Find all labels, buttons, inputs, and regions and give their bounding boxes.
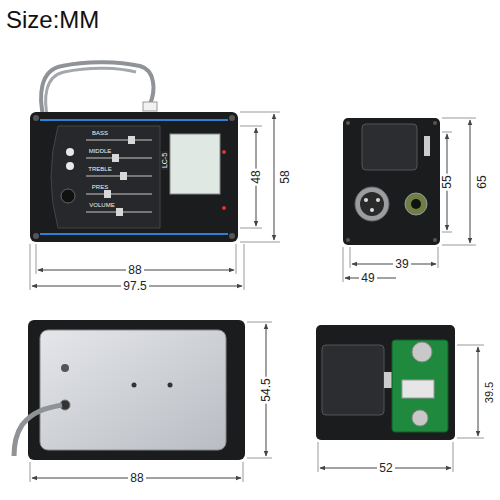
dimension: 58 bbox=[279, 168, 291, 185]
dimension: 55 bbox=[441, 173, 453, 190]
dimension-lines bbox=[30, 112, 484, 482]
dimension: 52 bbox=[377, 462, 394, 474]
back-view bbox=[14, 320, 245, 460]
dimension: 39 bbox=[393, 258, 410, 270]
model-label: LC-5 bbox=[162, 150, 169, 169]
dimension: 49 bbox=[359, 272, 376, 284]
dimension: 39.5 bbox=[484, 379, 495, 404]
dimension: 88 bbox=[128, 472, 145, 484]
slider-label: BASS bbox=[90, 130, 110, 136]
slider-label: VOLUME bbox=[87, 202, 116, 208]
dimension: 65 bbox=[476, 173, 488, 190]
end-view bbox=[343, 118, 440, 245]
front-view bbox=[30, 62, 238, 242]
slider-label: MIDDLE bbox=[87, 148, 114, 154]
slider-label: TREBLE bbox=[86, 166, 113, 172]
dimension: 97.5 bbox=[121, 280, 148, 292]
dimension: 88 bbox=[126, 264, 143, 276]
dimension: 54.5 bbox=[260, 376, 272, 403]
inside-view bbox=[316, 325, 455, 440]
slider-label: PRES bbox=[90, 184, 110, 190]
title: Size:MM bbox=[6, 8, 99, 32]
dimension: 48 bbox=[250, 168, 262, 185]
